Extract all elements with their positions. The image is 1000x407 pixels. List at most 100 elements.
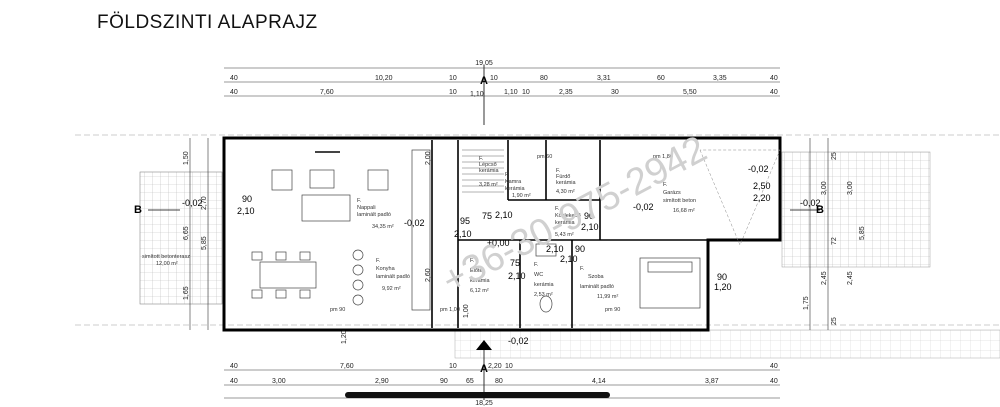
level-hall: -0,02 (633, 202, 654, 212)
dim-bottom-row2: 40 3,00 2,90 90 65 80 4,14 3,87 40 (230, 378, 778, 385)
room-nappali-name: Nappali (357, 205, 376, 211)
room-garazs-name: Garázs (663, 190, 681, 196)
dim-left-3: 5,85 (201, 236, 208, 250)
room-garazs: F. Garázs simított beton 16,68 m² (663, 182, 696, 214)
room-furdo-floor: F. (556, 168, 561, 174)
room-eloter: F. Előtér kerámia 6,12 m² (470, 258, 491, 294)
dim-top-r3-8: 40 (770, 89, 778, 96)
garage-door-marks (699, 149, 781, 246)
room-szoba: F. Szoba laminált padló 11,99 m² (580, 266, 618, 300)
page-title: FÖLDSZINTI ALAPRAJZ (97, 12, 318, 33)
dim-right-8: 25 (831, 317, 838, 325)
room-szoba-area: 11,99 m² (597, 294, 618, 300)
dim-top-r3-7: 5,50 (683, 89, 697, 96)
room-eloter-material: kerámia (470, 278, 491, 284)
dim-right-7: 1,75 (803, 296, 810, 310)
door-3-height: 2,10 (508, 271, 526, 281)
room-nappali-floor: F. (357, 198, 362, 204)
dim-right-4: 72 (831, 237, 838, 245)
dim-top-row2: 40 10,20 10 1,10 10 80 3,31 60 3,35 40 (230, 75, 778, 98)
room-furdo-name: Fürdő (556, 174, 570, 180)
dim-top-r2-0: 40 (230, 75, 238, 82)
terrace-area: 12,00 m² (156, 261, 178, 267)
dim-top-r2-3: 1,10 (470, 91, 484, 98)
phone-watermark: +36-30-975-2942 (436, 128, 714, 302)
room-kamra-material: kerámia (505, 186, 526, 192)
dim-bottom-total: 18,25 (475, 400, 493, 407)
level-zero: ±0,00 (487, 238, 509, 248)
dim-top-r3-2: 10 (449, 89, 457, 96)
dim-top-r3-3: 1,10 (504, 89, 518, 96)
room-kozlekedo-name: Közlekedő (555, 213, 581, 219)
dim-top-row3: 40 7,60 10 1,10 10 2,35 30 5,50 40 (230, 89, 778, 96)
room-eloter-area: 6,12 m² (470, 288, 489, 294)
dim-top-r2-1: 10,20 (375, 75, 393, 82)
room-kamra-floor: F. (505, 172, 510, 178)
dim-right-6: 2,45 (847, 271, 854, 285)
section-a-top: A (480, 75, 488, 87)
room-lepcso: F. Lépcső kerámia 3,28 m² (479, 156, 500, 188)
dim-left-2: 6,65 (183, 226, 190, 240)
level-right: -0,02 (800, 198, 821, 208)
door-2-height: 2,10 (454, 229, 472, 239)
dim-left-0: 1,50 (183, 151, 190, 165)
room-lepcso-name: Lépcső (479, 162, 497, 168)
dim-top-r2-9: 40 (770, 75, 778, 82)
scale-bar (345, 392, 610, 398)
dim-bot-r1-5: 40 (770, 363, 778, 370)
dim-right-2: 25 (831, 152, 838, 160)
room-nappali-area: 34,35 m² (372, 224, 394, 230)
wall-seg-2: 2,60 (425, 268, 432, 282)
section-b-right: B (816, 204, 824, 216)
dim-bottom-row1: 40 7,60 10 2,20 10 40 (230, 363, 778, 370)
dim-right-3: 5,85 (859, 226, 866, 240)
door-5-height: 2,10 (495, 210, 513, 220)
door-4-width: 90 (584, 211, 594, 221)
room-kamra-area: 1,90 m² (512, 193, 531, 199)
stair (462, 149, 504, 193)
dim-bot-r2-6: 4,14 (592, 378, 606, 385)
room-furdo-material: kerámia (556, 180, 577, 186)
dim-right: 3,00 3,00 25 5,85 72 2,45 2,45 1,75 25 (803, 152, 866, 325)
room-szoba-floor: F. (580, 266, 585, 272)
room-konyha-material: laminált padló (376, 274, 410, 280)
sill-pm90-a: pm 90 (330, 307, 345, 313)
section-lines (148, 65, 820, 400)
right-paving (781, 151, 931, 268)
dim-top-r2-7: 60 (657, 75, 665, 82)
room-wc-area: 2,53 m² (534, 292, 553, 298)
dim-right-1: 3,00 (847, 181, 854, 195)
room-furdo-area: 4,30 m² (556, 189, 575, 195)
dim-bot-r2-5: 80 (495, 378, 503, 385)
dim-bot-r2-4: 65 (466, 378, 474, 385)
dim-bot-r2-3: 90 (440, 378, 448, 385)
dim-bot-r1-0: 40 (230, 363, 238, 370)
room-nappali-material: laminált padló (357, 212, 391, 218)
window-1-width: 90 (717, 272, 727, 282)
dim-left-4: 1,65 (183, 286, 190, 300)
room-garazs-area: 16,68 m² (673, 208, 695, 214)
room-lepcso-material: kerámia (479, 168, 500, 174)
room-lepcso-floor: F. (479, 156, 484, 162)
room-kozlekedo-area: 5,43 m² (555, 232, 574, 238)
dim-top-total: 19,05 (475, 60, 493, 67)
room-kamra: F. Kamra kerámia 1,90 m² (505, 172, 531, 199)
dim-left-1: 2,70 (201, 196, 208, 210)
dim-right-5: 2,45 (821, 271, 828, 285)
wall-seg-4: 1,20 (341, 330, 348, 344)
garage-door-height: 2,20 (753, 193, 771, 203)
level-terrace: -0,02 (182, 198, 203, 208)
room-wc-material: kerámia (534, 282, 555, 288)
wall-seg-3: 1,00 (463, 304, 470, 318)
bottom-paving (454, 329, 1000, 359)
dim-top-r3-4: 10 (522, 89, 530, 96)
dim-top-r2-6: 3,31 (597, 75, 611, 82)
dim-bot-r2-2: 2,90 (375, 378, 389, 385)
room-konyha-floor: F. (376, 258, 381, 264)
door-6-height: 2,10 (560, 254, 578, 264)
terrace-label: simított betonterasz 12,00 m² (142, 254, 190, 267)
dim-top-r2-4: 10 (490, 75, 498, 82)
inner-walls (431, 140, 710, 328)
dim-top-r3-0: 40 (230, 89, 238, 96)
